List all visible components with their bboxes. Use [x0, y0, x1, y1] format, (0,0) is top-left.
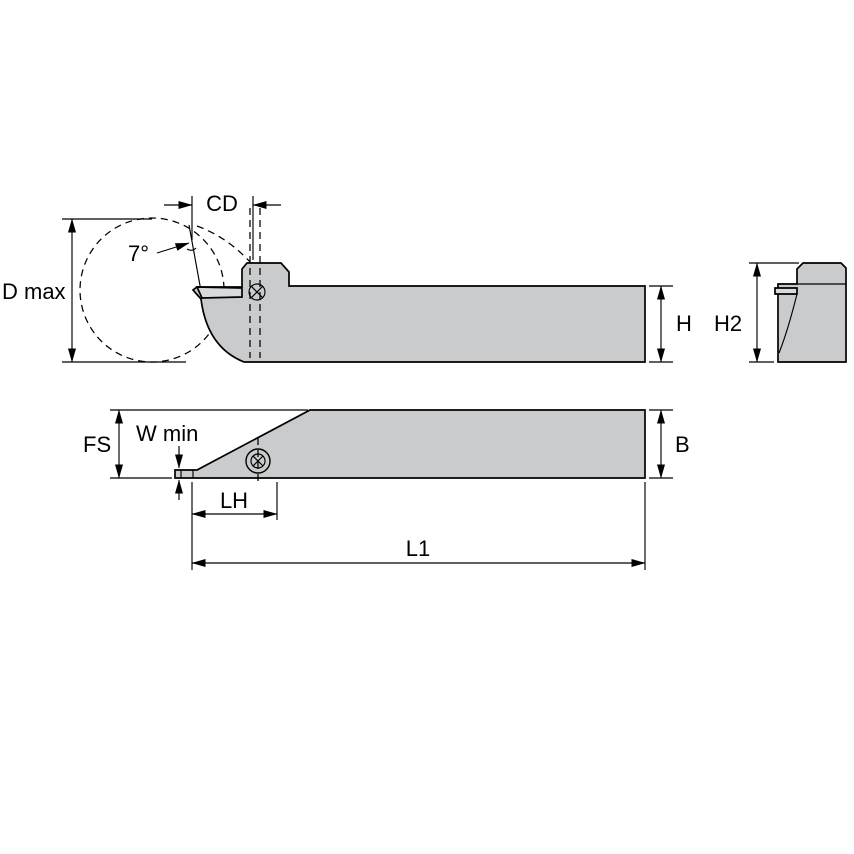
screw-cross-line: [250, 285, 264, 299]
end-radius-curve: [778, 293, 798, 354]
label-d-max: D max: [2, 279, 66, 304]
label-cd: CD: [206, 191, 238, 216]
insert-screw-side: [248, 283, 266, 301]
side-view-dimensions: D max CD 7° H: [2, 191, 692, 363]
insert-blade-side: [195, 286, 243, 299]
angle-arc: [186, 247, 197, 251]
label-lh: LH: [220, 488, 248, 513]
angle-leader-arrow: [156, 242, 190, 254]
side-view: [79, 208, 646, 363]
top-view-dimensions: FS W min B LH L1: [83, 409, 690, 570]
screw-inner-circle: [250, 453, 266, 469]
label-b: B: [675, 432, 690, 457]
screw-circle-side: [248, 283, 266, 301]
front-flank-angle-line: [188, 224, 202, 292]
label-h: H: [676, 311, 692, 336]
swing-arc-dashed: [196, 225, 251, 263]
screw-outer-circle: [245, 448, 271, 474]
label-fs: FS: [83, 432, 111, 457]
screw-cross-line: [252, 455, 264, 467]
toolholder-top-body: [174, 409, 646, 479]
label-w-min: W min: [136, 421, 198, 446]
label-l1: L1: [406, 536, 430, 561]
end-view: H2: [714, 262, 847, 363]
toolholder-end-body: [777, 262, 847, 363]
insert-screw-top: [245, 448, 271, 474]
label-h2: H2: [714, 311, 742, 336]
insert-blade-end: [774, 287, 798, 295]
top-view: [174, 409, 646, 484]
label-angle: 7°: [128, 241, 149, 266]
toolholder-side-body: [191, 262, 646, 363]
